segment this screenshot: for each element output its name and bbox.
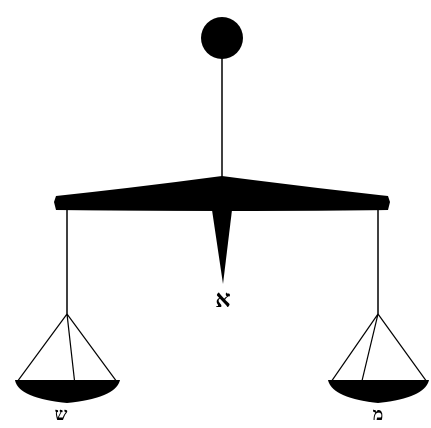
left-pan-cords [16, 313, 118, 386]
top-knob [201, 17, 243, 59]
fulcrum-label: א [215, 284, 230, 313]
left-pan [15, 380, 120, 403]
left-pan-label: ש [55, 404, 68, 425]
pointer-needle [212, 210, 232, 284]
right-pan-label: מ [373, 404, 384, 425]
balance-beam [54, 176, 390, 211]
right-pan-cords [330, 313, 428, 386]
right-pan [328, 380, 429, 403]
